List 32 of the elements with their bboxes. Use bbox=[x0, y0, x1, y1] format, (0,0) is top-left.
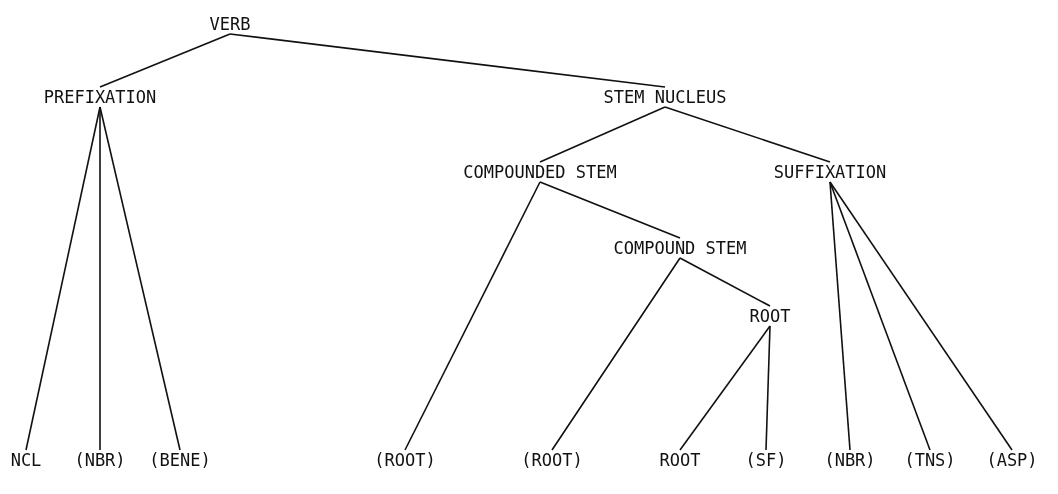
tree-node-label: (ASP) bbox=[983, 448, 1041, 472]
tree-node-label: STEM NUCLEUS bbox=[600, 85, 730, 109]
tree-node-label: COMPOUNDED STEM bbox=[460, 160, 620, 184]
tree-branch bbox=[765, 325, 771, 451]
tree-node-label: ROOT bbox=[656, 448, 704, 472]
tree-branch bbox=[99, 33, 231, 88]
tree-node-label: PREFIXATION bbox=[40, 85, 160, 109]
tree-branch bbox=[99, 106, 101, 451]
tree-branch bbox=[99, 106, 181, 451]
tree-branch bbox=[404, 181, 541, 451]
tree-node-label: (ROOT) bbox=[518, 448, 586, 472]
tree-node-label: NCL bbox=[7, 448, 45, 472]
tree-branch bbox=[679, 325, 771, 451]
tree-branch bbox=[539, 106, 666, 163]
tree-branch bbox=[829, 181, 931, 451]
tree-branch bbox=[664, 106, 831, 163]
tree-node-label: ROOT bbox=[746, 304, 794, 328]
tree-node-label: (TNS) bbox=[901, 448, 959, 472]
tree-node-label: (NBR) bbox=[821, 448, 879, 472]
tree-branch bbox=[551, 257, 681, 451]
tree-node-label: COMPOUND STEM bbox=[610, 236, 750, 260]
tree-branch bbox=[829, 181, 1013, 451]
tree-branch bbox=[229, 33, 666, 88]
tree-node-label: (SF) bbox=[742, 448, 790, 472]
tree-branch bbox=[539, 181, 681, 239]
tree-branch bbox=[679, 257, 771, 307]
tree-node-label: SUFFIXATION bbox=[770, 160, 890, 184]
tree-node-label: (BENE) bbox=[146, 448, 214, 472]
tree-node-label: (NBR) bbox=[71, 448, 129, 472]
tree-node-label: VERB bbox=[206, 12, 254, 36]
tree-branch bbox=[829, 181, 851, 451]
tree-node-label: (ROOT) bbox=[371, 448, 439, 472]
